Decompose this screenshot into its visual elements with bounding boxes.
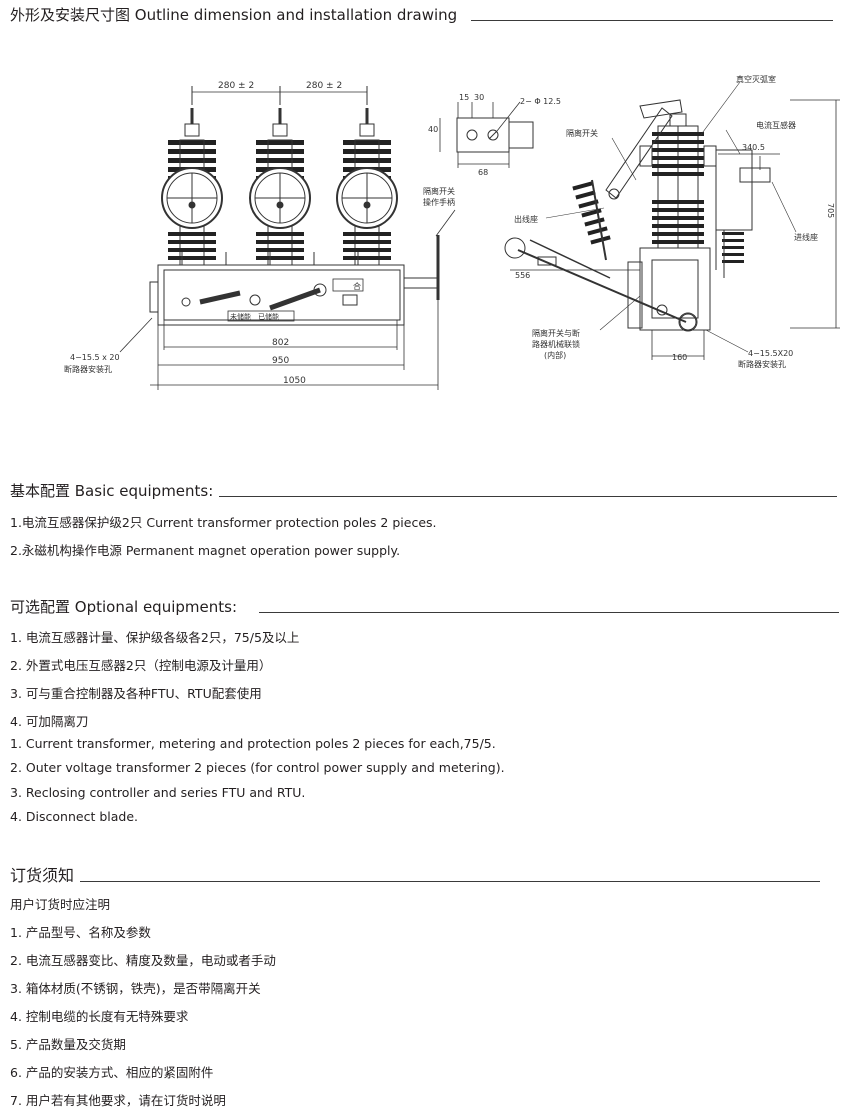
basic-item-2: 2.永磁机构操作电源 Permanent magnet operation po… bbox=[10, 543, 401, 558]
insulator-pole-3 bbox=[336, 108, 398, 281]
outline-section-heading: 外形及安装尺寸图 Outline dimension and installat… bbox=[10, 4, 834, 25]
optional-section-heading: 可选配置 Optional equipments: bbox=[10, 596, 839, 617]
ordering-section-heading: 订货须知 bbox=[10, 862, 821, 886]
side-160: 160 bbox=[672, 353, 687, 362]
detail-30: 30 bbox=[474, 93, 484, 102]
dim-1050: 1050 bbox=[283, 376, 306, 386]
terminal-detail: 15 30 2− Φ 12.5 40 68 bbox=[428, 93, 561, 177]
heading-rule bbox=[471, 19, 834, 21]
ordering-item-2: 2. 电流互感器变比、精度及数量，电动或者手动 bbox=[10, 953, 276, 968]
side-340: 340.5 bbox=[742, 143, 765, 152]
side-holes-1: 4−15.5X20 bbox=[748, 349, 793, 358]
ordering-item-4: 4. 控制电缆的长度有无特殊要求 bbox=[10, 1009, 189, 1024]
side-interlock-2: 路器机械联锁 bbox=[532, 339, 580, 349]
basic-heading: 基本配置 Basic equipments: bbox=[10, 482, 214, 500]
front-bottom-dims: 802 950 1050 4−15.5 x 20 断路器安装孔 隔离开关 操作手… bbox=[64, 186, 456, 390]
front-top-dims: 280 ± 2 280 ± 2 bbox=[191, 81, 368, 105]
dim-802: 802 bbox=[272, 338, 289, 348]
heading-rule bbox=[259, 611, 839, 613]
side-holes-2: 断路器安装孔 bbox=[738, 359, 786, 369]
front-insulators bbox=[161, 108, 398, 281]
basic-section-heading: 基本配置 Basic equipments: bbox=[10, 480, 838, 501]
he-label: 合 bbox=[353, 281, 361, 291]
side-705: 705 bbox=[826, 203, 835, 218]
ordering-item-5: 5. 产品数量及交货期 bbox=[10, 1037, 126, 1052]
heading-rule bbox=[80, 880, 821, 882]
side-556: 556 bbox=[515, 271, 530, 280]
plate-label-2: 已储能 bbox=[258, 312, 279, 321]
optional-item-1: 1. 电流互感器计量、保护级各级各2只，75/5及以上 bbox=[10, 630, 300, 645]
side-in: 进线座 bbox=[794, 232, 818, 242]
optional-item-5: 1. Current transformer, metering and pro… bbox=[10, 736, 496, 751]
handle-label-2: 操作手柄 bbox=[423, 197, 455, 207]
handle-label-1: 隔离开关 bbox=[423, 186, 455, 196]
hole-label-2: 断路器安装孔 bbox=[64, 364, 112, 374]
front-base-box: 未储能 已储能 合 bbox=[149, 235, 440, 326]
insulator-pole-2 bbox=[249, 108, 311, 281]
insulator-pole-1 bbox=[161, 108, 223, 281]
ordering-intro: 用户订货时应注明 bbox=[10, 897, 111, 912]
optional-item-6: 2. Outer voltage transformer 2 pieces (f… bbox=[10, 760, 505, 775]
outline-heading: 外形及安装尺寸图 Outline dimension and installat… bbox=[10, 6, 458, 24]
side-interlock-1: 隔离开关与断 bbox=[532, 328, 580, 338]
detail-68: 68 bbox=[478, 168, 488, 177]
detail-15: 15 bbox=[459, 93, 469, 102]
outline-drawing: 280 ± 2 280 ± 2 未储能 已储能 合 bbox=[64, 74, 840, 390]
side-vacuum: 真空灭弧室 bbox=[736, 74, 776, 84]
optional-item-3: 3. 可与重合控制器及各种FTU、RTU配套使用 bbox=[10, 686, 262, 701]
hole-label-1: 4−15.5 x 20 bbox=[70, 353, 120, 362]
side-ct: 电流互感器 bbox=[756, 120, 796, 130]
side-view: 340.5 705 556 160 真空灭弧室 隔离开关 电流互感器 出线座 进… bbox=[504, 74, 840, 369]
ordering-item-7: 7. 用户若有其他要求，请在订货时说明 bbox=[10, 1093, 226, 1108]
optional-item-8: 4. Disconnect blade. bbox=[10, 809, 138, 824]
dim-280-right: 280 ± 2 bbox=[306, 81, 342, 91]
heading-rule bbox=[219, 495, 838, 497]
ordering-item-3: 3. 箱体材质(不锈钢，铁壳)，是否带隔离开关 bbox=[10, 981, 261, 996]
optional-item-2: 2. 外置式电压互感器2只（控制电源及计量用） bbox=[10, 658, 272, 673]
optional-item-7: 3. Reclosing controller and series FTU a… bbox=[10, 785, 306, 800]
optional-item-4: 4. 可加隔离刀 bbox=[10, 714, 89, 729]
dim-950: 950 bbox=[272, 356, 289, 366]
ordering-heading: 订货须知 bbox=[10, 866, 75, 885]
ordering-item-6: 6. 产品的安装方式、相应的紧固附件 bbox=[10, 1065, 214, 1080]
ordering-item-1: 1. 产品型号、名称及参数 bbox=[10, 925, 151, 940]
optional-heading: 可选配置 Optional equipments: bbox=[10, 598, 237, 616]
side-interlock-3: (内部) bbox=[544, 350, 566, 360]
detail-phi: 2− Φ 12.5 bbox=[520, 97, 561, 106]
side-out: 出线座 bbox=[514, 214, 538, 224]
side-isolator: 隔离开关 bbox=[566, 128, 598, 138]
basic-item-1: 1.电流互感器保护级2只 Current transformer protect… bbox=[10, 515, 437, 530]
detail-40: 40 bbox=[428, 125, 438, 134]
dim-280-left: 280 ± 2 bbox=[218, 81, 254, 91]
plate-label-1: 未储能 bbox=[230, 312, 251, 321]
